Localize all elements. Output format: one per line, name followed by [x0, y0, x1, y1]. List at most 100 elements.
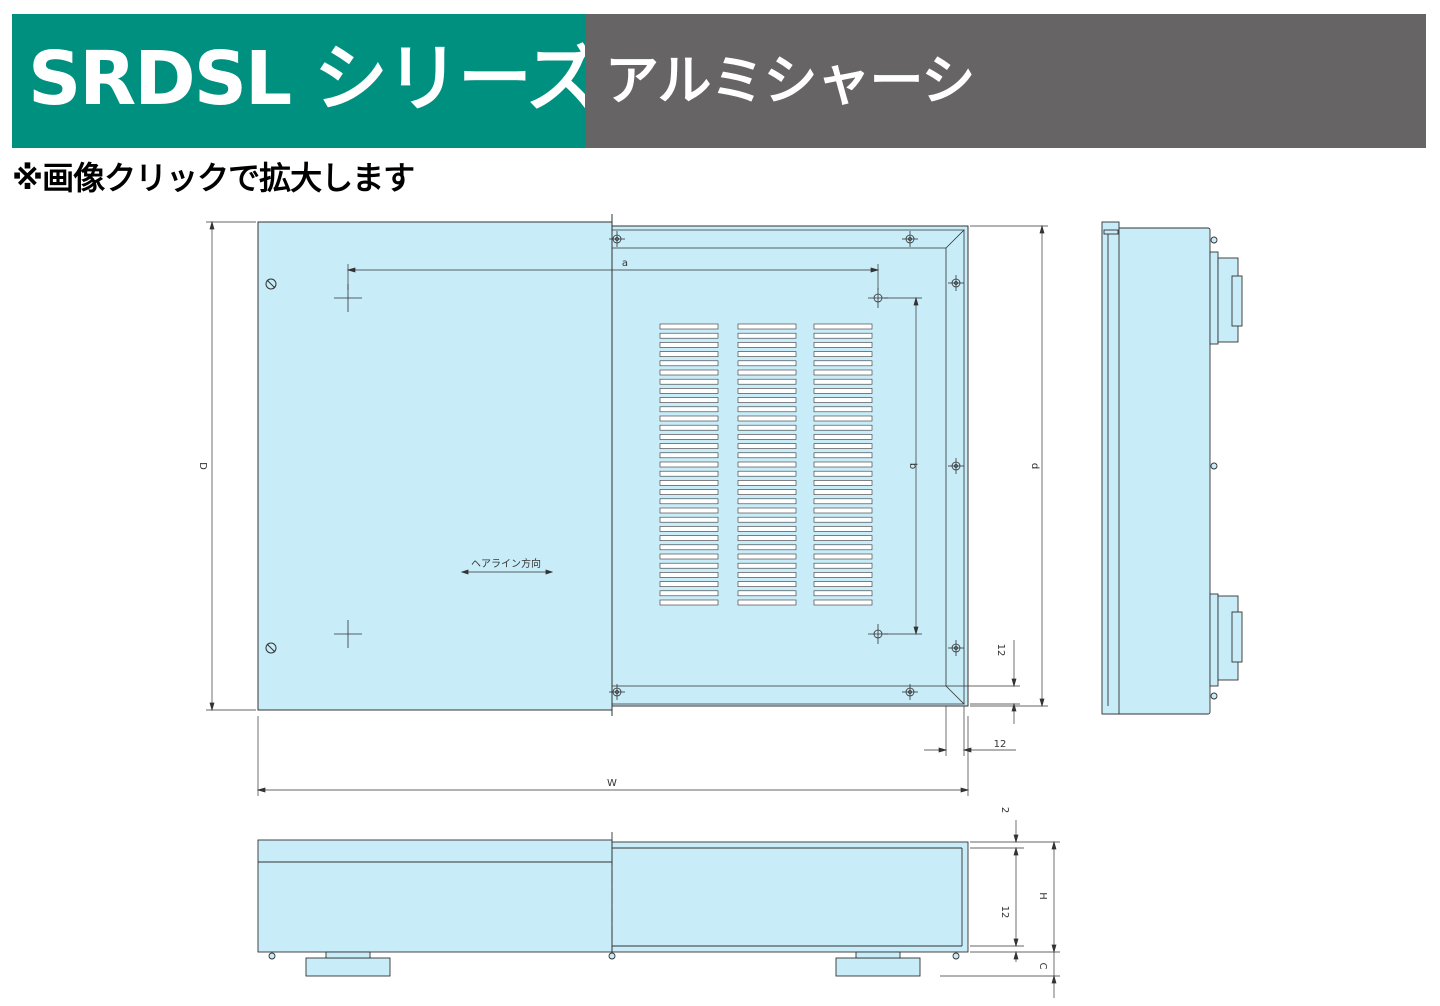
vent-slot: [813, 498, 873, 505]
vent-slot: [659, 323, 719, 330]
vent-slot: [659, 461, 719, 468]
dim-b-label: b: [907, 463, 918, 469]
vent-slot: [813, 434, 873, 440]
vent-slot: [737, 415, 797, 422]
vent-slot: [813, 378, 873, 385]
dim-12-bottom-label: 12: [994, 739, 1007, 750]
vent-slot: [813, 406, 873, 413]
vent-slot: [737, 535, 797, 541]
side-view: [1101, 221, 1243, 715]
vent-slot: [737, 480, 797, 486]
vent-slot: [737, 516, 797, 523]
screw-icon: [265, 642, 277, 654]
vent-slot: [813, 323, 873, 330]
frame-screw-icon: [609, 231, 964, 700]
vent-slot: [659, 369, 719, 376]
vent-slot: [737, 544, 797, 551]
dim-D-label: D: [197, 462, 208, 470]
vent-slot: [659, 507, 719, 514]
ventilation-slots: [659, 323, 873, 606]
vent-slot: [813, 470, 873, 477]
vent-slot: [659, 590, 719, 597]
dim-d-label: d: [1029, 463, 1040, 469]
vent-slot: [659, 424, 719, 431]
vent-slot: [737, 332, 797, 339]
mount-hole-icon: [868, 288, 888, 644]
front-view: [257, 832, 969, 977]
vent-slot: [737, 590, 797, 597]
vent-slot: [737, 498, 797, 505]
vent-slot: [813, 516, 873, 523]
hairline-arrow-icon: [460, 569, 554, 575]
vent-slot: [813, 443, 873, 449]
vent-slot: [737, 424, 797, 431]
vent-slot: [659, 360, 719, 367]
vent-slot: [813, 590, 873, 597]
vent-slot: [659, 378, 719, 385]
vent-slot: [737, 323, 797, 330]
vent-slot: [813, 415, 873, 422]
vent-slot: [737, 443, 797, 449]
vent-slot: [813, 388, 873, 394]
dim-C-label: C: [1037, 963, 1048, 970]
vent-slot: [659, 526, 719, 532]
vent-slot: [813, 351, 873, 357]
vent-slot: [813, 461, 873, 468]
vent-slot: [813, 332, 873, 339]
vent-slot: [737, 342, 797, 348]
dim-W-label: W: [607, 778, 617, 789]
vent-slot: [813, 553, 873, 560]
vent-slot: [737, 397, 797, 403]
vent-slot: [737, 388, 797, 394]
vent-slot: [737, 507, 797, 514]
vent-slot: [813, 360, 873, 367]
vent-slot: [659, 434, 719, 440]
top-view: ヘアライン方向: [257, 214, 969, 716]
vent-slot: [813, 480, 873, 486]
vent-slot: [659, 544, 719, 551]
vent-slot: [813, 544, 873, 551]
vent-slot: [813, 424, 873, 431]
vent-slot: [659, 535, 719, 541]
vent-slot: [659, 470, 719, 477]
vent-slot: [813, 452, 873, 459]
top-view-dimensions: [206, 220, 1048, 796]
click-to-enlarge-note[interactable]: ※画像クリックで拡大します: [12, 159, 415, 197]
top-lid-panel: [257, 221, 613, 711]
vent-slot: [737, 434, 797, 440]
dim-12-side-label: 12: [995, 644, 1006, 657]
vent-slot: [813, 397, 873, 403]
vent-slot: [813, 526, 873, 532]
vent-slot: [659, 516, 719, 523]
vent-slot: [813, 535, 873, 541]
product-title-block: アルミシャーシ: [585, 14, 1426, 148]
vent-slot: [737, 562, 797, 569]
vent-slot: [659, 498, 719, 505]
vent-slot: [659, 489, 719, 495]
vent-slot: [737, 461, 797, 468]
vent-slot: [813, 599, 873, 606]
series-title: SRDSL シリーズ: [28, 36, 600, 122]
vent-slot: [659, 480, 719, 486]
vent-slot: [659, 388, 719, 394]
series-title-block: SRDSL シリーズ: [12, 14, 600, 148]
vent-slot: [659, 351, 719, 357]
product-title: アルミシャーシ: [605, 49, 975, 112]
vent-slot: [659, 443, 719, 449]
dim-H-label: H: [1037, 892, 1048, 900]
front-view-dimensions: [940, 820, 1060, 998]
vent-slot: [737, 369, 797, 376]
dim-12-front-label: 12: [999, 906, 1010, 919]
dim-a-label: a: [622, 258, 628, 269]
vent-slot: [813, 369, 873, 376]
vent-slot: [659, 415, 719, 422]
vent-slot: [659, 553, 719, 560]
front-view-dimension-labels: 2 12 H C: [999, 807, 1048, 970]
vent-slot: [737, 406, 797, 413]
hairline-direction-label: ヘアライン方向: [471, 557, 541, 570]
vent-slot: [737, 599, 797, 606]
vent-slot: [737, 351, 797, 357]
vent-slot: [659, 572, 719, 578]
vent-slot: [659, 406, 719, 413]
